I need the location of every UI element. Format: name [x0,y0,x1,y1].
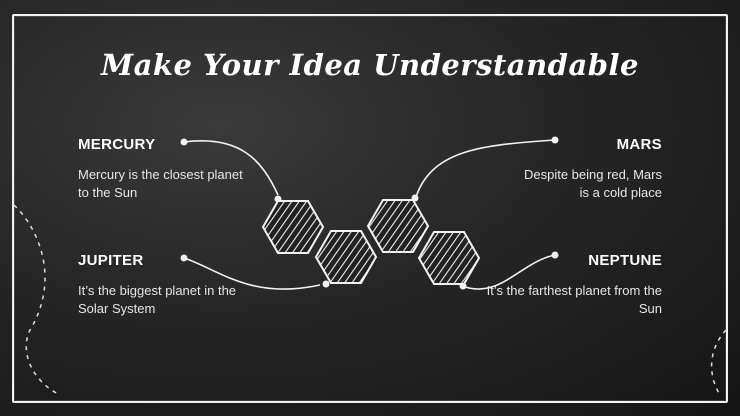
neptune-title: NEPTUNE [588,252,662,269]
node-jupiter-end [180,254,188,262]
jupiter-description: It’s the biggest planet in the Solar Sys… [78,283,237,316]
hexagon-jupiter [314,230,378,284]
mars-title: MARS [616,136,662,153]
hexagon-neptune [417,231,481,285]
node-jupiter-hex [322,280,330,288]
chalk-frame [12,14,728,403]
neptune-description: It’s the farthest planet from the Sun [486,283,662,316]
jupiter-title: JUPITER [78,252,144,269]
connector-mars [414,139,556,201]
hexagon-mars [366,199,430,253]
hexagon-mercury [261,200,325,254]
mercury-title: MERCURY [78,136,156,153]
slide-title: Make Your Idea Understandable [101,48,639,82]
mars-description: Despite being red, Mars is a cold place [523,167,662,200]
decorative-dashed-curve-right [710,329,727,396]
node-mercury-end [180,138,188,146]
mercury-description: Mercury is the closest planet to the Sun [78,167,243,200]
connector-mercury [183,140,279,196]
connector-neptune [461,254,556,290]
node-neptune-end [551,251,559,259]
node-mars-end [551,136,559,144]
decorative-dashed-curve-left [13,204,61,396]
connector-jupiter [183,257,321,290]
